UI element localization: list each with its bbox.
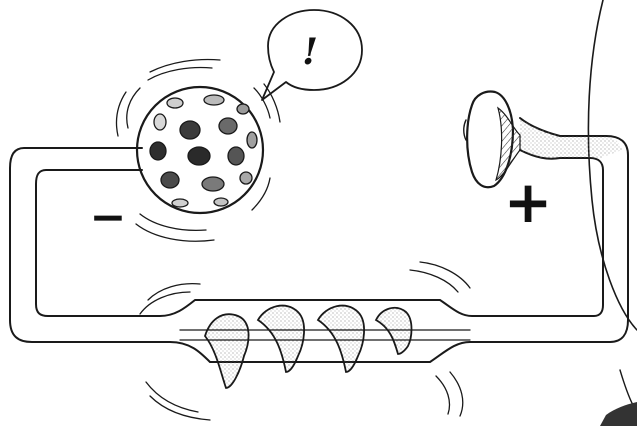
helical-coil-icon — [180, 306, 470, 388]
coil-blade-1 — [205, 314, 249, 388]
speech-bubble-icon: ! — [262, 10, 362, 100]
corner-shading — [600, 402, 637, 426]
funnel-stem-fill — [520, 118, 622, 159]
plus-sign: + — [504, 168, 553, 236]
background-outline — [588, 0, 637, 330]
minus-sign: − — [90, 192, 127, 243]
sphere-holes — [150, 95, 257, 207]
coil-blade-4 — [376, 308, 412, 354]
coil-motion-lines — [140, 262, 470, 420]
sphere-with-holes-icon — [137, 87, 263, 213]
speech-bubble-text: ! — [302, 31, 318, 73]
